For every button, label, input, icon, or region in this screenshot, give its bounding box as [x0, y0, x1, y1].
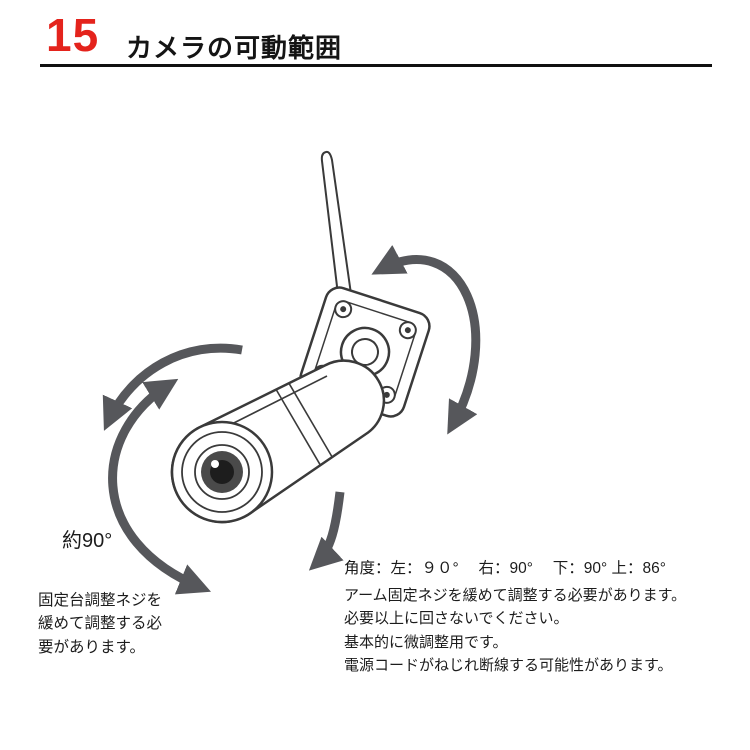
lens-glint: [211, 460, 219, 468]
angle-90-label: 約90°: [62, 530, 113, 552]
arm-screw-note: アーム固定ネジを緩めて調整する必要があります。 必要以上に回さないでください。 …: [344, 587, 687, 674]
header-divider: [40, 64, 712, 67]
camera-lens: [170, 420, 274, 524]
rotation-arrow-right: [371, 245, 481, 435]
rotation-arrow-left-outer: [108, 378, 211, 595]
angle-spec-line: 角度：左：９０° 右：90° 下：90° 上：86°: [344, 560, 666, 577]
rotation-arrows: [102, 245, 481, 595]
rotation-arrow-bottom: [308, 491, 345, 571]
fixing-base-note: 固定台調整ネジを 緩めて調整する必 要があります。: [38, 592, 163, 656]
page-title: カメラの可動範囲: [126, 33, 343, 63]
step-number: 15: [46, 9, 100, 61]
rotation-arrow-left-inner: [102, 343, 243, 431]
camera-body: [170, 359, 386, 524]
antenna-rod: [320, 150, 354, 305]
